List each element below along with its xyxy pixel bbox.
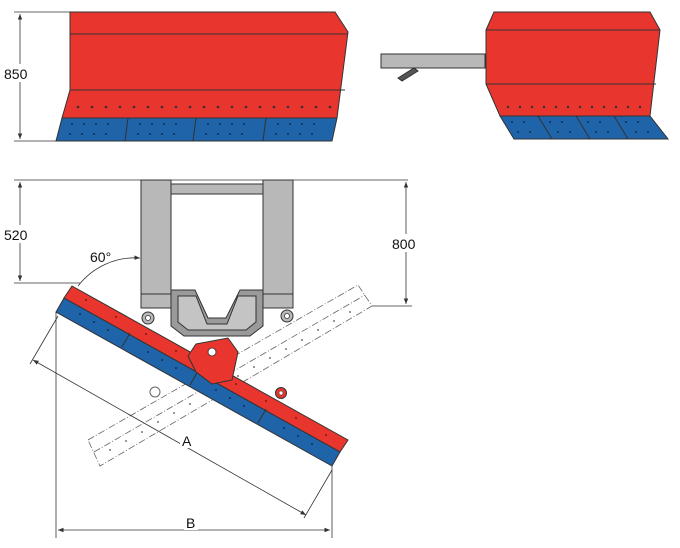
label-b: B: [186, 515, 195, 531]
label-800: 800: [392, 236, 416, 252]
label-520: 520: [4, 227, 28, 243]
front-view-blade: [55, 11, 349, 142]
dimension-length-a: A: [29, 315, 333, 519]
frame-right-upright: [262, 179, 294, 309]
side-mount-arm: [380, 53, 486, 69]
label-angle: 60°: [90, 249, 111, 265]
side-wear-strip: [499, 115, 670, 140]
side-mount-pin: [397, 67, 419, 82]
front-wear-strip: [55, 117, 338, 142]
side-blade-body: [485, 11, 661, 117]
dimension-length-b: B: [55, 312, 333, 538]
frame-left-upright: [140, 179, 172, 309]
dimension-height-800: 800: [352, 182, 422, 307]
front-bolt-row: [76, 105, 332, 109]
label-850: 850: [4, 66, 28, 82]
dimension-height-850: 850: [2, 11, 70, 142]
dimension-angle-60: 60°: [77, 249, 141, 287]
ghost-pivot-lug: [149, 386, 161, 398]
front-blade-body: [61, 11, 349, 119]
frame-crossbar: [170, 183, 264, 195]
mounting-frame: [140, 179, 294, 337]
label-a: A: [182, 433, 192, 449]
dimension-height-520: 520: [2, 179, 408, 284]
side-view-blade: [380, 11, 670, 140]
